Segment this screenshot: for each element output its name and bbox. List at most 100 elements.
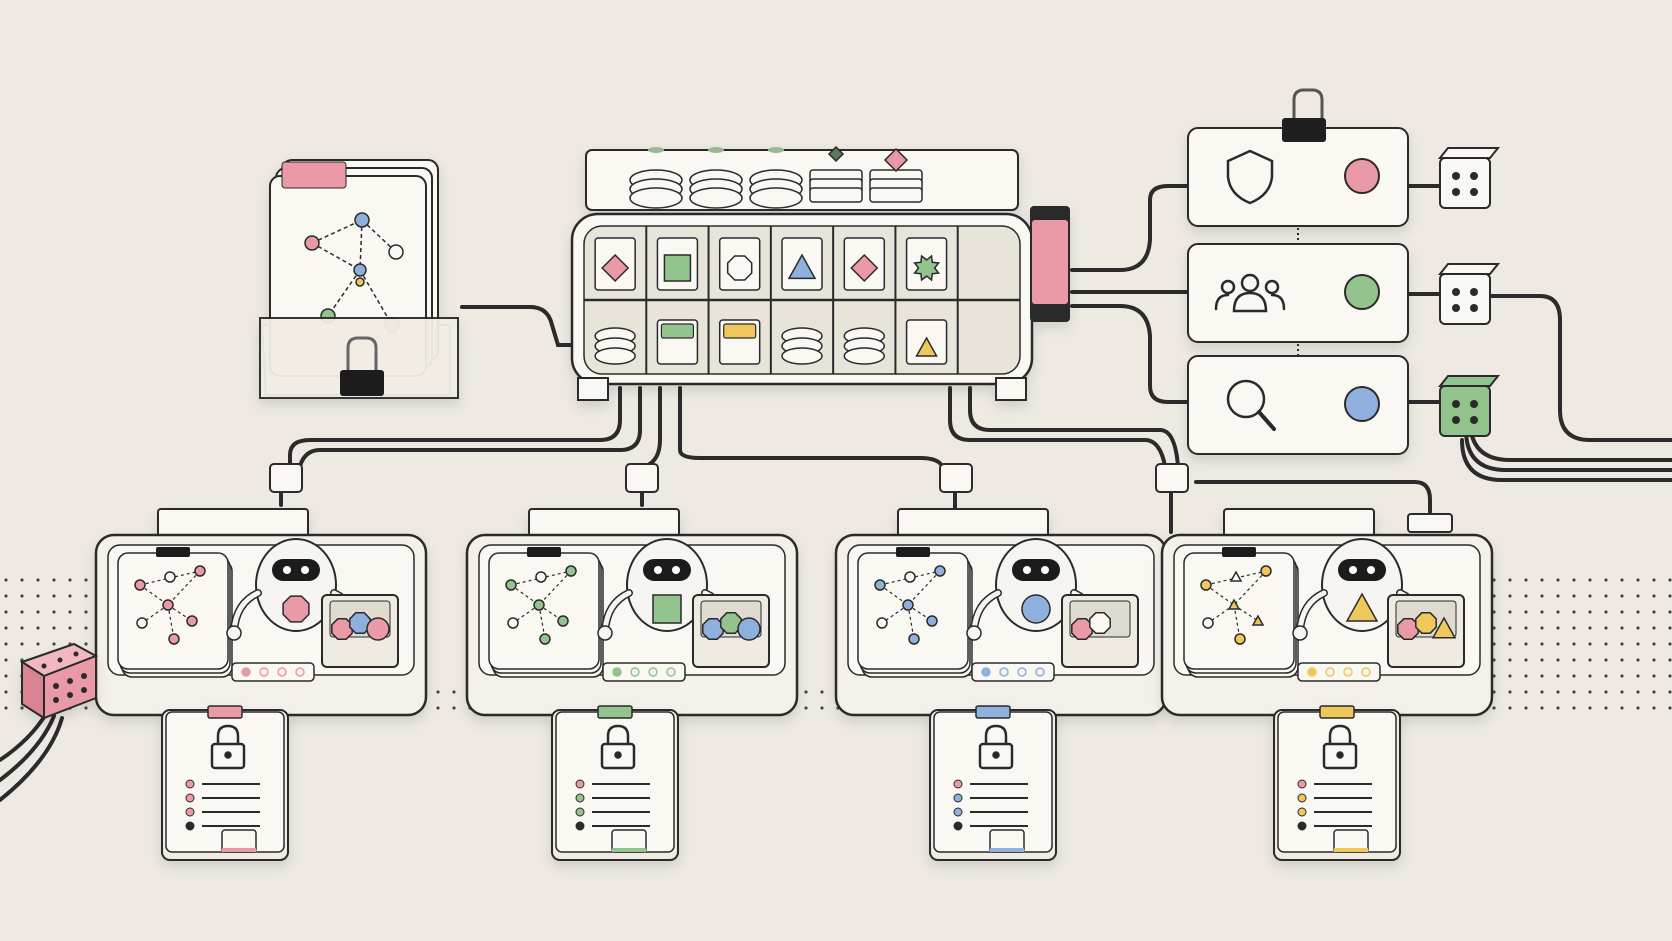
floor-dot (84, 594, 88, 598)
agent-station (1160, 508, 1494, 717)
floor-dot (20, 594, 24, 598)
graph-node (565, 565, 577, 577)
floor-dot (68, 610, 72, 614)
policy-clipboard (1273, 705, 1401, 861)
tool-block (656, 319, 699, 365)
floor-dot (1524, 690, 1528, 694)
floor-dot (36, 626, 40, 630)
octagon-badge-icon (282, 595, 310, 623)
graph-node (1227, 598, 1241, 610)
status-indicator (231, 662, 315, 682)
floor-dot (1652, 706, 1656, 710)
floor-dot (1636, 642, 1640, 646)
graph-node (164, 571, 176, 583)
tool-block (781, 327, 823, 365)
floor-dot (52, 626, 56, 630)
floor-dot (1588, 610, 1592, 614)
floor-dot (1668, 578, 1672, 582)
graph-node (535, 571, 547, 583)
robot-visor (1012, 559, 1060, 581)
graph-node (926, 615, 938, 627)
robot-visor (272, 559, 320, 581)
people-icon (1214, 273, 1286, 313)
check-dot (185, 821, 195, 831)
tool-block (843, 327, 886, 365)
floor-dot (1588, 658, 1592, 662)
floor-dot (820, 690, 824, 694)
tool-block (594, 327, 636, 365)
check-dot (1297, 793, 1307, 803)
floor-dot (84, 578, 88, 582)
floor-dot (1524, 642, 1528, 646)
graph-node (557, 615, 569, 627)
green-octagon-token (720, 612, 742, 634)
floor-dot (1540, 578, 1544, 582)
triangle-badge-icon (1345, 592, 1379, 622)
floor-dot (1540, 626, 1544, 630)
floor-dot (84, 706, 88, 710)
floor-dot (4, 626, 8, 630)
agent-station (834, 508, 1168, 717)
floor-dot (1668, 674, 1672, 678)
floor-dot (1636, 594, 1640, 598)
check-dot (953, 821, 963, 831)
lock-icon (978, 724, 1014, 770)
tool-block (718, 237, 761, 291)
graph-node (533, 599, 545, 611)
tool-block (781, 237, 823, 291)
check-dot (575, 779, 585, 789)
floor-dot (36, 578, 40, 582)
blue-octagon-token (349, 612, 371, 634)
floor-dot (1604, 658, 1608, 662)
floor-dot (1668, 658, 1672, 662)
hub (1155, 463, 1189, 493)
graph-card-holder (259, 159, 459, 399)
floor-dot (452, 706, 456, 710)
check-dot (185, 793, 195, 803)
graph-node (934, 565, 946, 577)
robot-agent (226, 538, 366, 641)
floor-dot (20, 610, 24, 614)
floor-dot (1668, 610, 1672, 614)
floor-dot (1508, 706, 1512, 710)
hub (269, 463, 303, 493)
floor-dot (1652, 642, 1656, 646)
floor-dot (1508, 690, 1512, 694)
cables (0, 184, 1672, 802)
floor-dot (1620, 626, 1624, 630)
graph-node (162, 599, 174, 611)
agent-station (94, 508, 428, 717)
floor-dot (1492, 706, 1496, 710)
hub (939, 463, 973, 493)
floor-dot (1572, 642, 1576, 646)
floor-dot (20, 706, 24, 710)
floor-dot (1620, 642, 1624, 646)
check-dot (953, 793, 963, 803)
floor-dot (1604, 690, 1608, 694)
floor-dot (1604, 626, 1608, 630)
floor-dot (1540, 658, 1544, 662)
triangle-icon (915, 336, 938, 357)
check-dot (1297, 821, 1307, 831)
floor-dot (1588, 594, 1592, 598)
triangle-icon (787, 253, 817, 280)
floor-dot (1652, 610, 1656, 614)
token-mark (883, 147, 909, 173)
clip-tab (597, 705, 633, 719)
graph-node (1251, 614, 1265, 626)
gate-status-light (1344, 386, 1380, 422)
floor-dot (1636, 578, 1640, 582)
floor-dot (1524, 626, 1528, 630)
floor-dot (84, 642, 88, 646)
floor-dot (1540, 642, 1544, 646)
floor-dot (68, 626, 72, 630)
floor-dot (1508, 578, 1512, 582)
floor-dot (1572, 690, 1576, 694)
floor-dot (1604, 706, 1608, 710)
floor-dot (1540, 594, 1544, 598)
gate-panel (1187, 127, 1409, 227)
graph-node (186, 615, 198, 627)
graph-node (904, 571, 916, 583)
floor-dot (820, 706, 824, 710)
floor-dot (1540, 690, 1544, 694)
